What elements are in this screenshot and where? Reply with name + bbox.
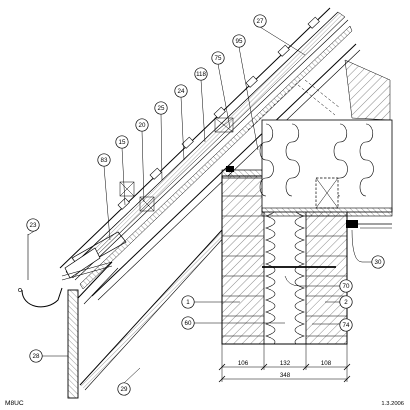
svg-text:2: 2 — [344, 299, 348, 306]
callout-70: 70 — [339, 279, 353, 293]
callout-83: 83 — [97, 153, 111, 167]
svg-text:24: 24 — [178, 88, 185, 95]
callout-24: 24 — [174, 84, 188, 98]
callout-2: 2 — [339, 295, 353, 309]
dimension-total: 348 — [280, 372, 291, 379]
svg-text:1: 1 — [186, 299, 190, 306]
svg-text:28: 28 — [33, 353, 40, 360]
svg-text:95: 95 — [236, 38, 243, 45]
callout-118: 118 — [194, 67, 208, 81]
dimension-lines: 106 132 108 348 — [218, 344, 351, 383]
callout-1: 1 — [181, 295, 195, 309]
callout-15: 15 — [115, 135, 129, 149]
svg-text:27: 27 — [257, 18, 264, 25]
leader-lines — [27, 26, 372, 384]
svg-text:70: 70 — [343, 283, 350, 290]
callout-25: 25 — [154, 101, 168, 115]
dimension-segment-1: 106 — [238, 360, 249, 367]
dimension-segment-3: 108 — [321, 360, 332, 367]
svg-text:30: 30 — [375, 259, 382, 266]
batten-cross-markers — [119, 117, 234, 212]
soffit-board — [79, 229, 227, 391]
eave-detail — [18, 231, 127, 399]
callout-28: 28 — [29, 349, 43, 363]
callout-75: 75 — [211, 51, 225, 65]
callout-23: 23 — [26, 218, 40, 232]
callout-27: 27 — [253, 14, 267, 28]
callout-74: 74 — [339, 318, 353, 332]
dimension-segment-2: 132 — [280, 360, 291, 367]
svg-text:83: 83 — [101, 157, 108, 164]
svg-text:29: 29 — [121, 386, 128, 393]
svg-text:60: 60 — [185, 320, 192, 327]
roof-layers — [59, 7, 391, 301]
callout-60: 60 — [181, 316, 195, 330]
counter-battens — [117, 16, 320, 210]
svg-text:75: 75 — [215, 55, 222, 62]
svg-text:15: 15 — [119, 139, 126, 146]
svg-text:118: 118 — [196, 71, 206, 78]
drawing-code: M8UC — [5, 400, 24, 407]
ceiling-insulation — [259, 119, 393, 229]
svg-text:25: 25 — [158, 105, 165, 112]
callout-95: 95 — [232, 34, 246, 48]
svg-text:74: 74 — [343, 322, 350, 329]
svg-text:20: 20 — [139, 122, 146, 129]
svg-text:23: 23 — [30, 222, 37, 229]
callout-20: 20 — [135, 118, 149, 132]
callout-30: 30 — [371, 255, 385, 269]
callout-29: 29 — [117, 382, 131, 396]
drawing-date: 1.3.2006 — [381, 401, 404, 407]
